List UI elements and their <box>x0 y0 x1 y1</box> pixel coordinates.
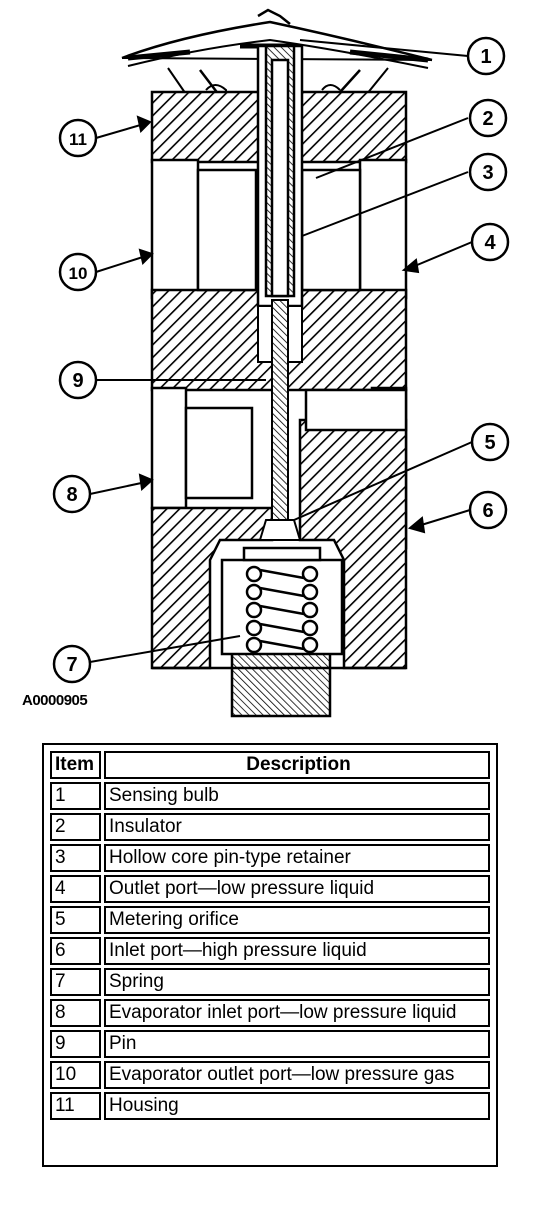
figure-code: A0000905 <box>22 692 88 709</box>
item-cell: 3 <box>50 844 101 872</box>
description-cell: Spring <box>104 968 490 996</box>
description-header: Description <box>104 751 490 779</box>
pin <box>257 299 303 521</box>
callout-8: 8 <box>52 474 92 514</box>
item-cell: 5 <box>50 906 101 934</box>
svg-text:11: 11 <box>69 130 87 149</box>
svg-text:3: 3 <box>482 162 493 184</box>
item-cell: 7 <box>50 968 101 996</box>
description-cell: Evaporator outlet port—low pressure gas <box>104 1061 490 1089</box>
item-cell: 2 <box>50 813 101 841</box>
svg-text:7: 7 <box>66 654 77 676</box>
callout-2: 2 <box>468 98 508 138</box>
item-cell: 9 <box>50 1030 101 1058</box>
insulator <box>256 44 304 308</box>
callout-11: 11 <box>58 118 98 158</box>
metering-orifice <box>258 519 302 541</box>
callout-5: 5 <box>470 422 510 462</box>
description-cell: Inlet port—high pressure liquid <box>104 937 490 965</box>
callout-10: 10 <box>58 252 98 292</box>
svg-text:6: 6 <box>482 500 493 522</box>
description-cell: Outlet port—low pressure liquid <box>104 875 490 903</box>
item-header: Item <box>50 751 101 779</box>
item-cell: 11 <box>50 1092 101 1120</box>
svg-text:2: 2 <box>482 108 493 130</box>
callout-3: 3 <box>468 152 508 192</box>
svg-text:4: 4 <box>484 232 496 254</box>
description-cell: Hollow core pin-type retainer <box>104 844 490 872</box>
callout-6: 6 <box>468 490 508 530</box>
housing <box>150 90 408 718</box>
svg-text:9: 9 <box>72 370 83 392</box>
expansion-valve-diagram: 1 2 3 4 5 6 7 8 9 10 11 <box>52 8 510 718</box>
item-cell: 10 <box>50 1061 101 1089</box>
callout-1: 1 <box>466 36 506 76</box>
item-cell: 8 <box>50 999 101 1027</box>
legend-header-row: Item Description <box>50 751 490 779</box>
svg-text:5: 5 <box>484 432 495 454</box>
description-cell: Pin <box>104 1030 490 1058</box>
item-cell: 6 <box>50 937 101 965</box>
spring <box>220 546 344 656</box>
svg-text:1: 1 <box>480 46 491 68</box>
svg-text:10: 10 <box>69 264 88 283</box>
callout-9: 9 <box>58 360 98 400</box>
callout-7: 7 <box>52 644 92 684</box>
description-cell: Sensing bulb <box>104 782 490 810</box>
description-cell: Housing <box>104 1092 490 1120</box>
description-cell: Evaporator inlet port—low pressure liqui… <box>104 999 490 1027</box>
description-cell: Metering orifice <box>104 906 490 934</box>
item-cell: 4 <box>50 875 101 903</box>
svg-text:8: 8 <box>66 484 77 506</box>
outlet-port-openings <box>196 168 362 292</box>
description-cell: Insulator <box>104 813 490 841</box>
item-cell: 1 <box>50 782 101 810</box>
callout-4: 4 <box>470 222 510 262</box>
leader-lines <box>89 39 473 663</box>
